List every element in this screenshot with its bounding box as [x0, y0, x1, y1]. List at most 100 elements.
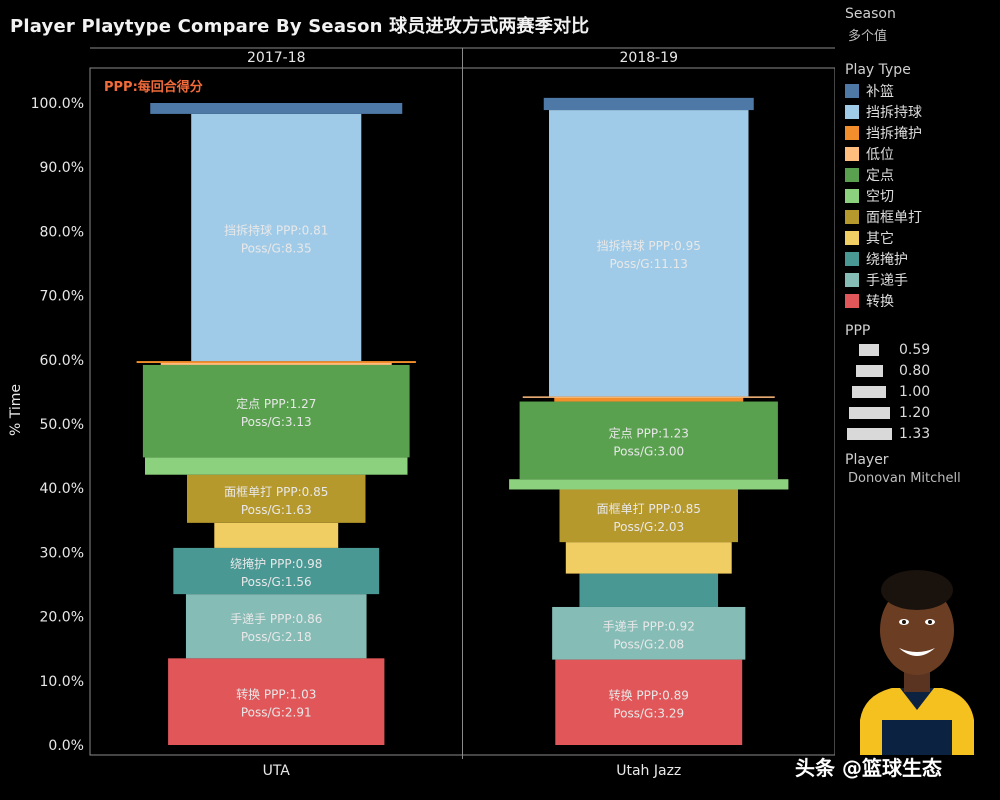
ppp-legend-item: 1.33	[845, 423, 995, 444]
legend-item[interactable]: 空切	[845, 185, 995, 206]
ppp-legend-label: 1.33	[899, 425, 931, 442]
legend-label: 挡拆掩护	[866, 125, 922, 142]
segment-bar	[579, 573, 719, 607]
x-axis-label: Utah Jazz	[616, 763, 681, 779]
player-headshot-image	[860, 570, 974, 755]
segment-bar	[555, 659, 743, 745]
segment-label-ppp: 手递手 PPP:0.86	[230, 612, 322, 626]
legend-label: 低位	[866, 146, 894, 163]
segment-label-ppp: 手递手 PPP:0.92	[603, 619, 695, 633]
y-axis-label: % Time	[8, 384, 24, 436]
legend-swatch	[845, 104, 859, 119]
segment-label-ppp: 挡拆持球 PPP:0.95	[597, 238, 701, 253]
ppp-annotation: PPP:每回合得分	[104, 79, 203, 95]
segment-label-poss: Poss/G:2.03	[613, 520, 684, 534]
segment-label-ppp: 面框单打 PPP:0.85	[224, 485, 328, 499]
segment-label-poss: Poss/G:3.00	[613, 444, 684, 458]
y-tick-label: 40.0%	[40, 481, 84, 497]
legend-swatch	[845, 146, 859, 161]
legend-swatch	[845, 125, 859, 140]
segment-label-poss: Poss/G:2.91	[241, 706, 312, 720]
segment-bar	[522, 396, 775, 398]
segment-bar	[191, 113, 362, 362]
legend-item[interactable]: 挡拆掩护	[845, 122, 995, 143]
legend-swatch	[845, 167, 859, 182]
player-filter-value[interactable]: Donovan Mitchell	[848, 471, 961, 486]
ppp-legend-item: 1.20	[845, 402, 995, 423]
y-tick-label: 10.0%	[40, 674, 84, 690]
legend-swatch	[845, 209, 859, 224]
season-header: 2017-18	[247, 50, 306, 66]
legend-item[interactable]: 定点	[845, 164, 995, 185]
legend-label: 挡拆持球	[866, 104, 922, 121]
y-tick-label: 0.0%	[48, 738, 84, 754]
segment-bar	[145, 457, 408, 475]
segment-label-poss: Poss/G:2.18	[241, 630, 312, 644]
playtype-legend-list: 补篮挡拆持球挡拆掩护低位定点空切面框单打其它绕掩护手递手转换	[845, 80, 995, 311]
ppp-legend-item: 0.80	[845, 360, 995, 381]
segment-label-ppp: 转换 PPP:1.03	[236, 687, 316, 702]
legend-label: 面框单打	[866, 209, 922, 226]
ppp-legend-label: 0.59	[899, 341, 931, 358]
segment-bar	[549, 110, 749, 397]
y-tick-label: 30.0%	[40, 545, 84, 561]
legend-swatch	[845, 230, 859, 245]
legend-label: 补篮	[866, 83, 894, 100]
legend-item[interactable]: 绕掩护	[845, 248, 995, 269]
ppp-legend-item: 1.00	[845, 381, 995, 402]
segment-bar	[185, 594, 367, 659]
segment-bar	[173, 547, 380, 595]
segment-bar	[543, 97, 754, 111]
segment-bar	[150, 103, 403, 114]
segment-bar	[187, 474, 366, 523]
segment-label-ppp: 转换 PPP:0.89	[609, 687, 689, 702]
legend-swatch	[845, 251, 859, 266]
segment-label-poss: Poss/G:1.56	[241, 575, 312, 589]
ppp-size-box	[846, 427, 892, 440]
legend-item[interactable]: 挡拆持球	[845, 101, 995, 122]
legend-item[interactable]: 手递手	[845, 269, 995, 290]
legend-swatch	[845, 272, 859, 287]
y-tick-label: 90.0%	[40, 160, 84, 176]
y-tick-label: 80.0%	[40, 224, 84, 240]
ppp-size-box	[848, 406, 890, 419]
legend-item[interactable]: 补篮	[845, 80, 995, 101]
ppp-legend-label: 1.20	[899, 404, 931, 421]
segment-label-poss: Poss/G:3.13	[241, 415, 312, 429]
y-tick-label: 60.0%	[40, 353, 84, 369]
playtype-legend-title: Play Type	[845, 62, 911, 78]
segment-bar	[168, 658, 385, 745]
ppp-legend-label: 0.80	[899, 362, 931, 379]
segment-label-poss: Poss/G:3.29	[613, 706, 684, 720]
player-filter-title: Player	[845, 452, 889, 468]
watermark-text: 头条 @篮球生态	[795, 756, 942, 780]
legend-label: 手递手	[866, 272, 908, 289]
ppp-legend-title: PPP	[845, 323, 871, 339]
ppp-size-legend: 0.59 0.80 1.00 1.20 1.33	[845, 339, 995, 444]
legend-label: 空切	[866, 188, 894, 205]
legend-swatch	[845, 188, 859, 203]
legend-item[interactable]: 转换	[845, 290, 995, 311]
legend-item[interactable]: 低位	[845, 143, 995, 164]
legend-panel: Season 多个值 Play Type 补篮挡拆持球挡拆掩护低位定点空切面框单…	[845, 6, 995, 486]
legend-swatch	[845, 83, 859, 98]
segment-label-ppp: 挡拆持球 PPP:0.81	[224, 222, 328, 237]
segment-label-ppp: 绕掩护 PPP:0.98	[230, 557, 322, 571]
segment-bar	[519, 401, 778, 480]
legend-label: 其它	[866, 230, 894, 247]
ppp-size-box	[852, 385, 886, 398]
segment-label-poss: Poss/G:11.13	[610, 257, 688, 271]
ppp-legend-label: 1.00	[899, 383, 931, 400]
legend-item[interactable]: 面框单打	[845, 206, 995, 227]
segment-label-poss: Poss/G:2.08	[613, 637, 684, 651]
segment-label-ppp: 定点 PPP:1.23	[609, 425, 689, 440]
legend-item[interactable]: 其它	[845, 227, 995, 248]
y-tick-label: 20.0%	[40, 610, 84, 626]
y-tick-label: 100.0%	[31, 96, 84, 112]
chart-title: Player Playtype Compare By Season 球员进攻方式…	[10, 16, 590, 37]
ppp-size-box	[855, 364, 883, 377]
segment-bar	[552, 606, 746, 660]
season-filter-value[interactable]: 多个值	[848, 29, 888, 44]
segment-bar	[554, 397, 744, 402]
legend-label: 定点	[866, 167, 894, 184]
